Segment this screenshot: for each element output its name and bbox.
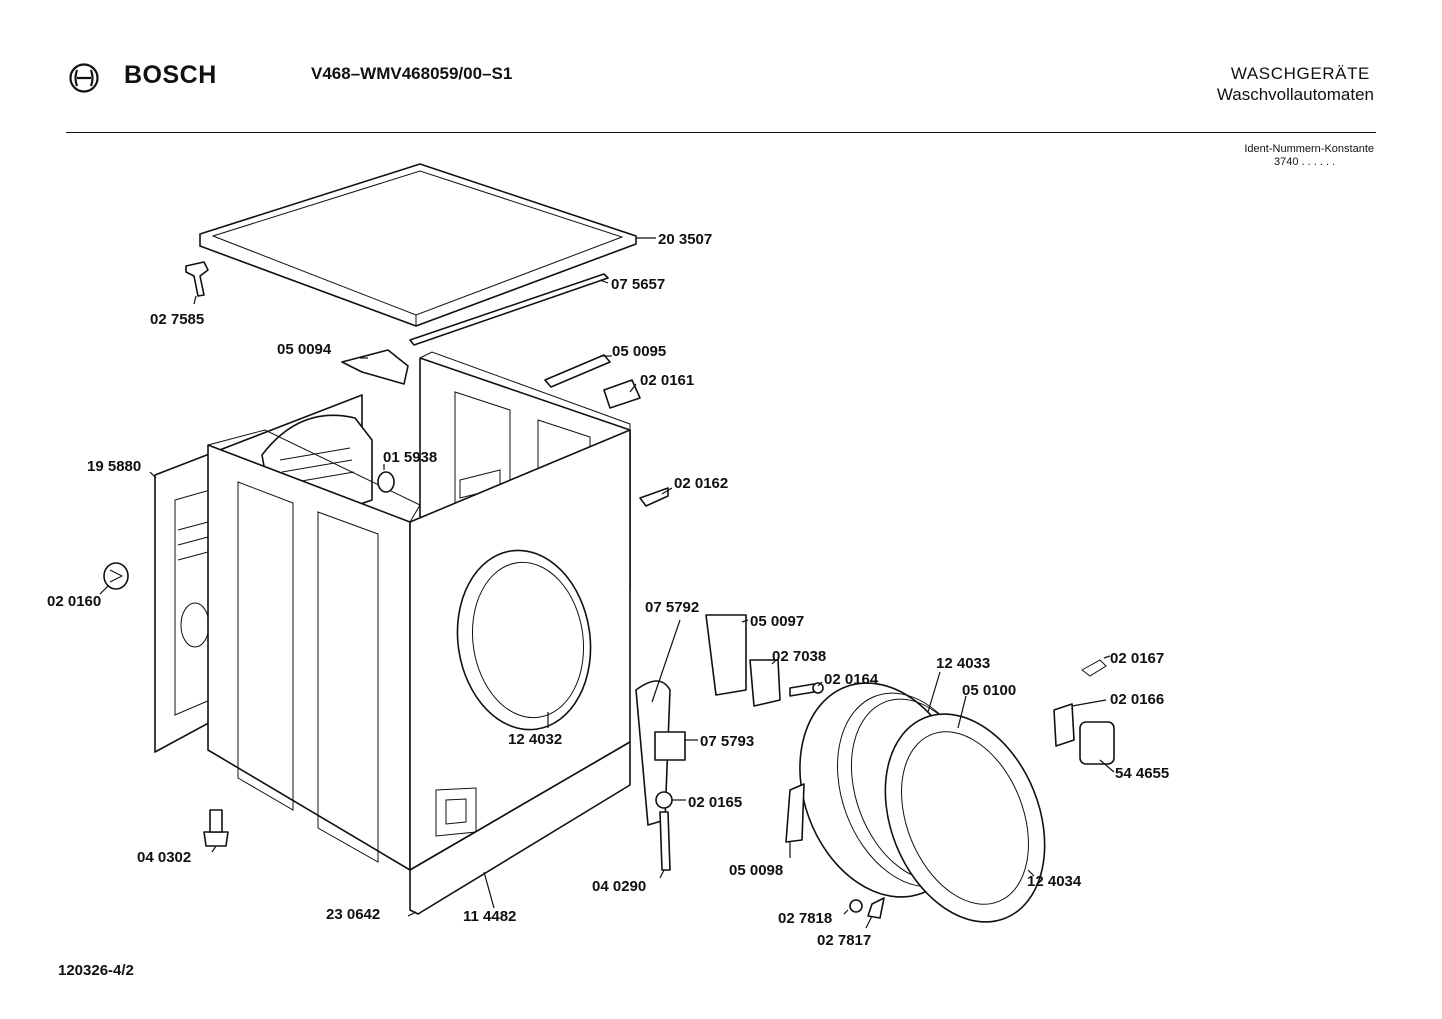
part-label: 11 4482 [463,908,516,925]
part-label: 05 0098 [729,862,783,879]
screw-part [789,682,824,697]
part-label: 02 0167 [1110,650,1164,667]
part-label: 02 0160 [47,593,101,610]
header-rule [66,132,1376,133]
part-label: 05 0094 [277,341,332,358]
category-title: WASCHGERÄTE [1230,64,1370,83]
part-label: 05 0100 [962,682,1016,699]
ident-value: 3740 . . . . . . [1274,156,1336,168]
top-cover-part [199,163,637,327]
part-labels: 20 3507 07 5657 02 7585 05 0094 05 0095 … [47,231,1169,949]
part-label: 02 7585 [150,311,204,328]
door-ring-part [884,713,1046,923]
cover-bracket-part [185,261,209,297]
hinge-bracket-left-part [341,349,409,385]
part-label: 02 7818 [778,910,832,927]
part-label: 02 0162 [674,475,728,492]
category-subtitle: Waschvollautomaten [1216,85,1374,104]
part-label: 12 4034 [1027,873,1082,890]
part-label: 04 0302 [137,849,191,866]
door-screw-part [849,897,885,919]
part-label: 02 0165 [688,794,742,811]
badge-part [103,562,129,590]
part-label: 02 0164 [824,671,879,688]
kickplate-part [409,741,631,915]
part-label: 02 7817 [817,932,871,949]
spring-part [377,471,395,493]
part-label: 20 3507 [658,231,712,248]
guide-rail-part [544,354,611,388]
door-handle-part [1053,703,1115,765]
clip-part [603,379,641,409]
handle-spring-part [1081,659,1107,677]
part-label: 07 5792 [645,599,699,616]
foot-part [203,809,229,847]
model-number: V468–WMV468059/00–S1 [311,64,513,83]
part-label: 23 0642 [326,906,380,923]
cabinet-housing-part [207,429,631,871]
document-number: 120326-4/2 [58,962,134,979]
part-label: 02 7038 [772,648,826,665]
part-label: 19 5880 [87,458,141,475]
part-label: 02 0161 [640,372,694,389]
part-label: 02 0166 [1110,691,1164,708]
bolt-part [655,791,673,871]
cover-strip-part [409,273,609,346]
part-label: 07 5657 [611,276,665,293]
part-label: 05 0095 [612,343,666,360]
door-hook-part [785,783,805,843]
part-label: 54 4655 [1115,765,1169,782]
brand-name: BOSCH [124,61,217,89]
leader-lines [99,237,1115,929]
part-label: 12 4033 [936,655,990,672]
bosch-armature-logo-icon [69,63,99,93]
part-label: 12 4032 [508,731,562,748]
lock-bracket-part [705,614,781,707]
latch-part [639,487,669,507]
part-label: 05 0097 [750,613,804,630]
part-label: 01 5938 [383,449,437,466]
part-label: 04 0290 [592,878,646,895]
ident-label: Ident-Nummern-Konstante [1244,143,1374,155]
part-label: 07 5793 [700,733,754,750]
hinge-plate-part [635,680,686,826]
